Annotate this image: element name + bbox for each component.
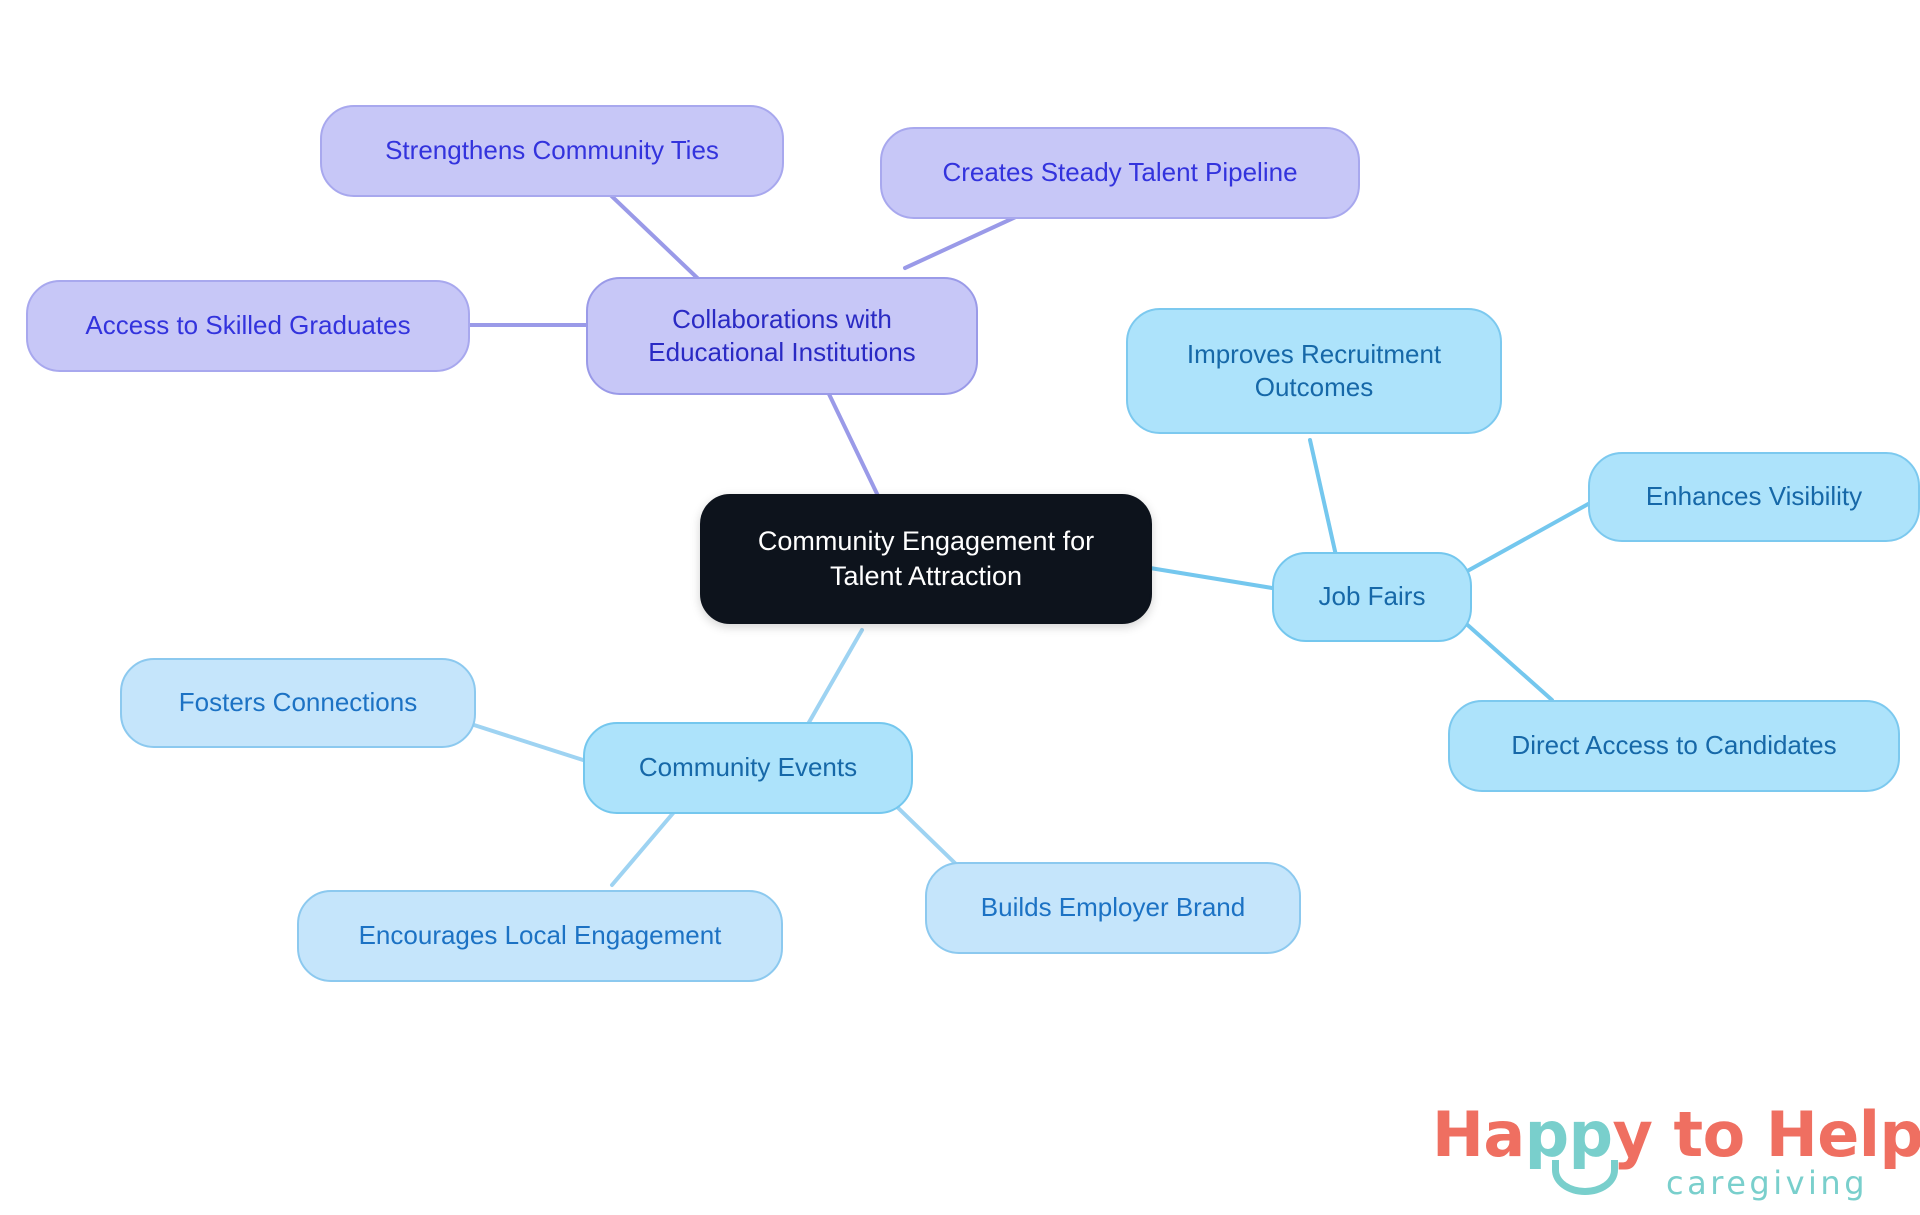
node-encourages-local-engagement-label: Encourages Local Engagement bbox=[358, 920, 722, 951]
edge-root-to-job-fairs bbox=[1148, 566, 1274, 590]
node-access-to-skilled-graduates[interactable]: Access to Skilled Graduates bbox=[26, 280, 470, 372]
edge-job-fairs-to-direct-access-to-candidates bbox=[1460, 618, 1554, 702]
edge-community-events-to-builds-employer-brand bbox=[888, 798, 962, 870]
node-improves-recruitment-outcomes[interactable]: Improves Recruitment Outcomes bbox=[1126, 308, 1502, 434]
edge-job-fairs-to-improves-recruitment-outcomes bbox=[1308, 438, 1339, 562]
edge-collaborations-to-creates-steady-talent-pipeline bbox=[903, 213, 1022, 270]
edge-community-events-to-fosters-connections bbox=[472, 723, 585, 762]
logo-smile-icon bbox=[1552, 1160, 1618, 1195]
node-direct-access-to-candidates[interactable]: Direct Access to Candidates bbox=[1448, 700, 1900, 792]
node-job-fairs[interactable]: Job Fairs bbox=[1272, 552, 1472, 642]
node-creates-steady-talent-pipeline[interactable]: Creates Steady Talent Pipeline bbox=[880, 127, 1360, 219]
node-encourages-local-engagement[interactable]: Encourages Local Engagement bbox=[297, 890, 783, 982]
node-strengthens-community-ties[interactable]: Strengthens Community Ties bbox=[320, 105, 784, 197]
logo-text-rest: y to Help bbox=[1612, 1098, 1920, 1171]
node-creates-steady-talent-pipeline-label: Creates Steady Talent Pipeline bbox=[942, 157, 1298, 188]
logo-tagline: caregiving bbox=[1666, 1164, 1868, 1202]
node-access-to-skilled-graduates-label: Access to Skilled Graduates bbox=[85, 310, 411, 341]
edge-community-events-to-encourages-local-engagement bbox=[610, 803, 682, 887]
node-enhances-visibility[interactable]: Enhances Visibility bbox=[1588, 452, 1920, 542]
node-builds-employer-brand-label: Builds Employer Brand bbox=[980, 892, 1246, 923]
node-direct-access-to-candidates-label: Direct Access to Candidates bbox=[1511, 730, 1837, 761]
logo-text-pp: pp bbox=[1524, 1098, 1613, 1171]
node-strengthens-community-ties-label: Strengthens Community Ties bbox=[385, 135, 719, 166]
logo-text-ha: Ha bbox=[1432, 1098, 1525, 1171]
edge-job-fairs-to-enhances-visibility bbox=[1460, 501, 1592, 576]
node-builds-employer-brand[interactable]: Builds Employer Brand bbox=[925, 862, 1301, 954]
brand-logo: Happy to Help caregiving bbox=[1432, 1098, 1920, 1202]
node-collaborations[interactable]: Collaborations with Educational Institut… bbox=[586, 277, 978, 395]
node-job-fairs-label: Job Fairs bbox=[1318, 581, 1426, 612]
node-fosters-connections-label: Fosters Connections bbox=[178, 687, 418, 718]
node-collaborations-label: Collaborations with Educational Institut… bbox=[648, 303, 916, 367]
edge-collab-ties-vert bbox=[598, 183, 714, 294]
node-improves-recruitment-outcomes-label: Improves Recruitment Outcomes bbox=[1186, 338, 1442, 402]
logo-wordmark: Happy to Help bbox=[1432, 1098, 1920, 1171]
node-enhances-visibility-label: Enhances Visibility bbox=[1645, 481, 1863, 512]
node-community-events-label: Community Events bbox=[638, 752, 858, 783]
node-fosters-connections[interactable]: Fosters Connections bbox=[120, 658, 476, 748]
node-community-events[interactable]: Community Events bbox=[583, 722, 913, 814]
node-root-label: Community Engagement for Talent Attracti… bbox=[757, 526, 1095, 591]
node-root[interactable]: Community Engagement for Talent Attracti… bbox=[700, 494, 1152, 624]
edge-root-to-collaborations bbox=[826, 390, 882, 502]
